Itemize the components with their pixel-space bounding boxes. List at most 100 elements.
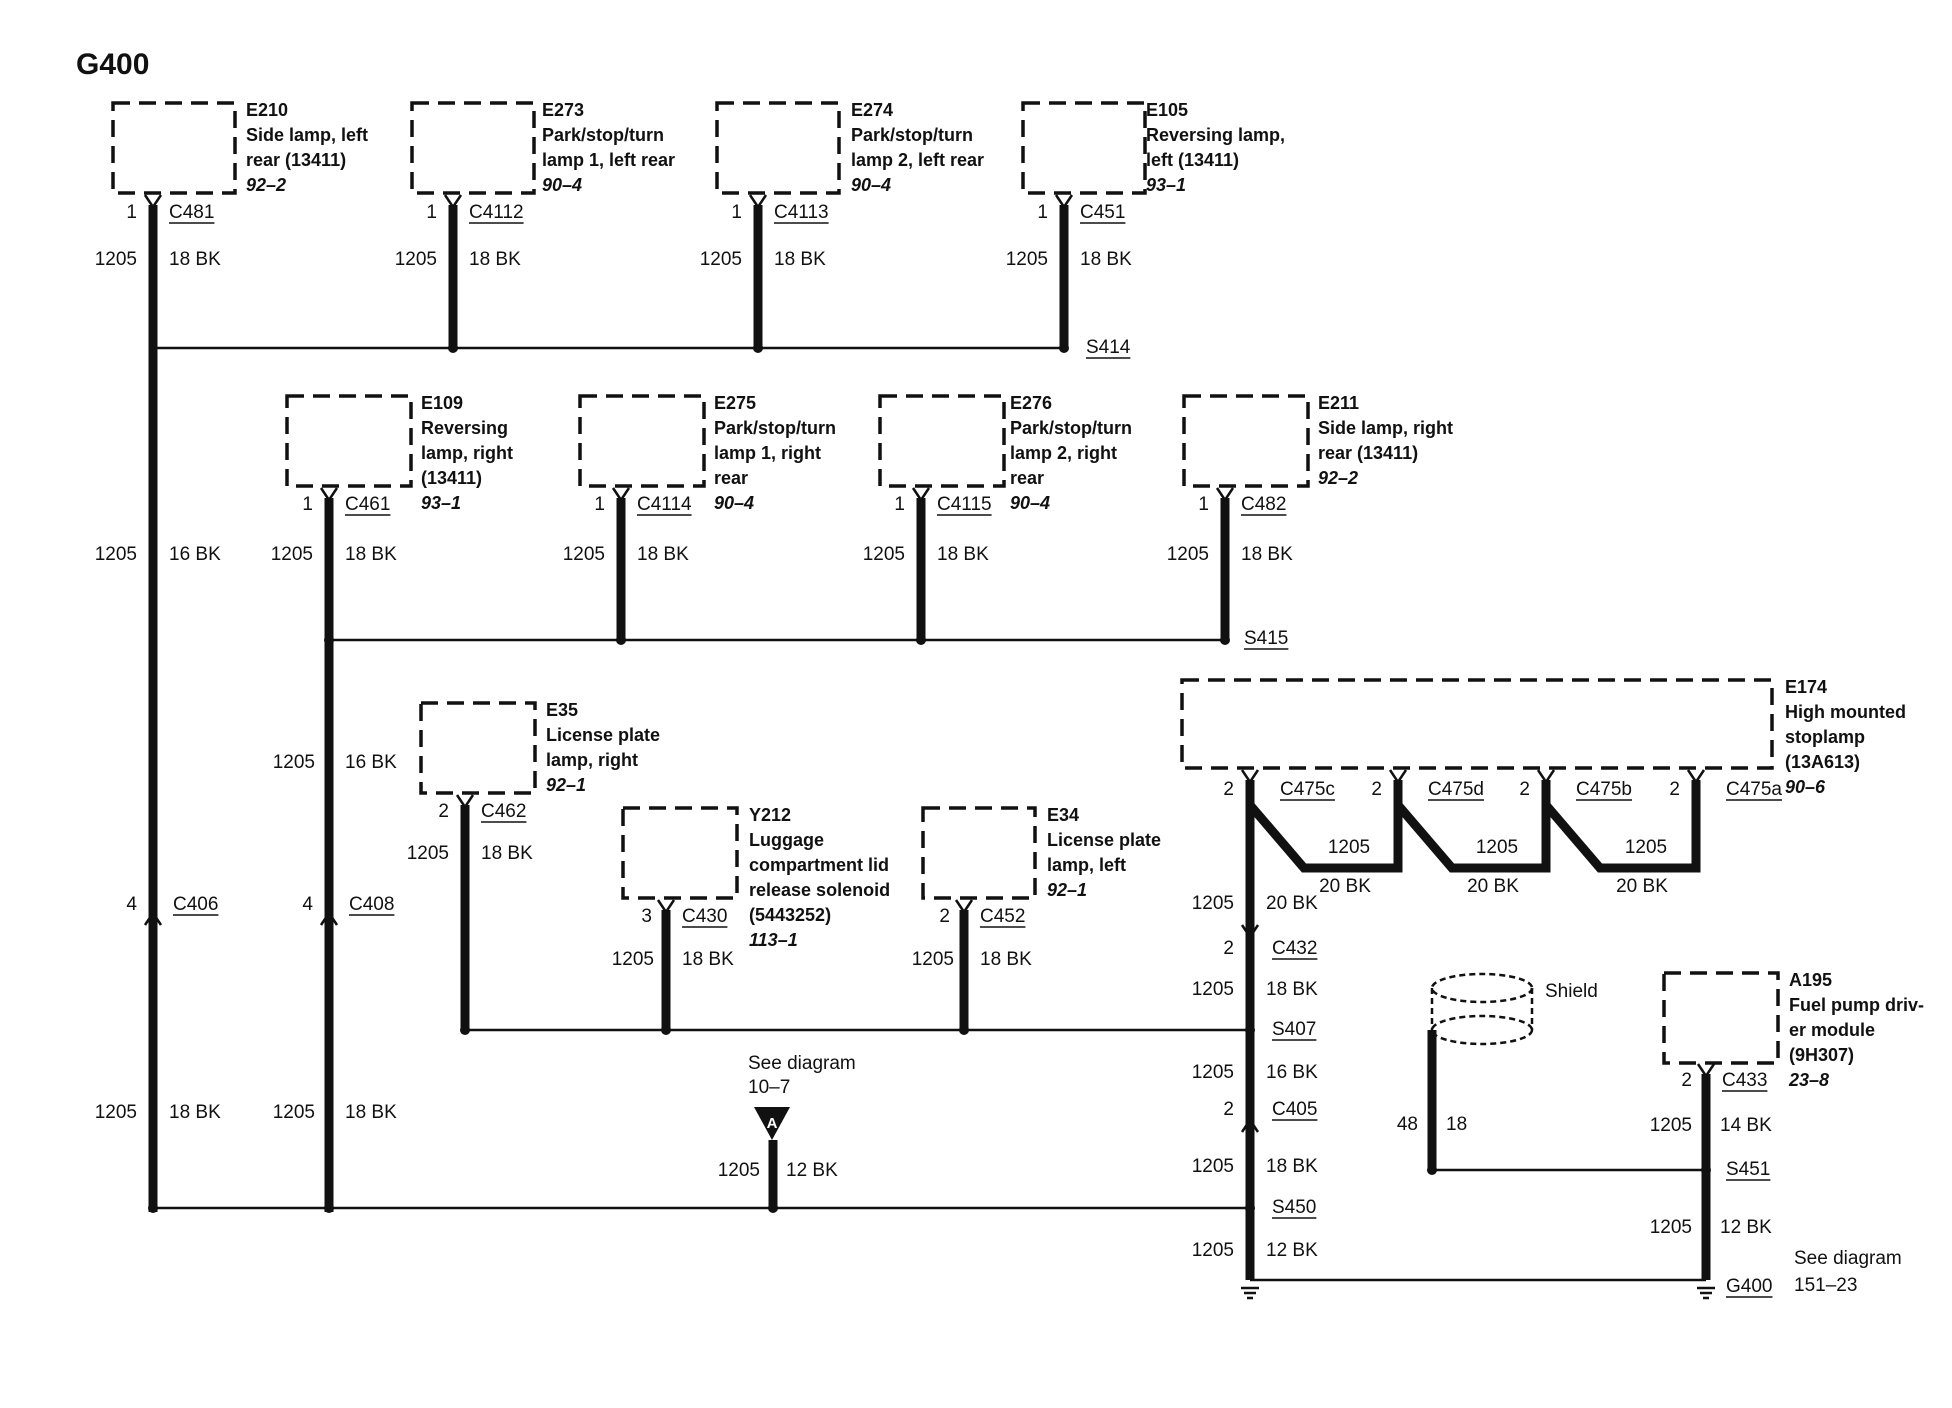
e276-desc-0: Park/stop/turn [1010, 418, 1132, 438]
s414-node-0 [448, 343, 458, 353]
page-title: G400 [76, 48, 150, 81]
e109-box [285, 394, 413, 488]
e174-desc-0: High mounted [1785, 702, 1906, 722]
second-trunk-circuit-2: 1205 [273, 1102, 315, 1123]
left-trunk-circuit-2: 1205 [95, 1102, 137, 1123]
c432-connector: C432 [1272, 938, 1317, 959]
right-trunk-gauge-3: 16 BK [1266, 1062, 1318, 1083]
e210-connector: C481 [169, 202, 214, 223]
e276-pin-number: 1 [894, 494, 905, 515]
c475d-pin: 2 [1371, 779, 1382, 800]
see-diagram-g-ref: 151–23 [1794, 1275, 1857, 1296]
jumper-circuit-1: 1205 [1476, 837, 1518, 858]
e105-pin-number: 1 [1037, 202, 1048, 223]
left-trunk-gauge-2: 18 BK [169, 1102, 221, 1123]
y212-desc-3: (5443252) [749, 905, 831, 925]
shield-circuit: 48 [1397, 1114, 1418, 1135]
e274-box [715, 101, 841, 195]
a195-code: A195 [1789, 970, 1832, 990]
y212-desc-2: release solenoid [749, 880, 890, 900]
y212-ref: 113–1 [749, 930, 798, 950]
e109-desc-2: (13411) [421, 468, 482, 488]
y212-code: Y212 [749, 805, 791, 825]
e109-circuit: 1205 [271, 544, 313, 565]
s415-node-1 [616, 635, 626, 645]
e34-wire-gauge: 18 BK [980, 949, 1032, 970]
e211-desc-0: Side lamp, right [1318, 418, 1453, 438]
e34-circuit: 1205 [912, 949, 954, 970]
c405-pin: 2 [1223, 1099, 1234, 1120]
e276-code: E276 [1010, 393, 1052, 413]
jumper-circuit-2: 1205 [1625, 837, 1667, 858]
s414-node-1 [753, 343, 763, 353]
e105-desc-0: Reversing lamp, [1146, 125, 1285, 145]
a195-desc-1: er module [1789, 1020, 1875, 1040]
e35-wire-gauge: 18 BK [481, 843, 533, 864]
e109-pin-number: 1 [302, 494, 313, 515]
e174-code: E174 [1785, 677, 1827, 697]
e274-circuit: 1205 [700, 249, 742, 270]
jumper-gauge-0: 20 BK [1319, 876, 1371, 897]
y212-circuit: 1205 [612, 949, 654, 970]
c406-arrow [143, 910, 163, 926]
e105-box [1021, 101, 1147, 195]
e275-desc-2: rear [714, 468, 748, 488]
e276-circuit: 1205 [863, 544, 905, 565]
y212-connector: C430 [682, 906, 727, 927]
shield-bottom-ellipse [1430, 1014, 1534, 1046]
e273-ref: 90–4 [542, 175, 582, 195]
e34-ref: 92–1 [1047, 880, 1087, 900]
s407-node-trunk [1245, 1025, 1255, 1035]
e34-desc-0: License plate [1047, 830, 1161, 850]
second-trunk-gauge-1: 16 BK [345, 752, 397, 773]
connector-a-triangle [754, 1107, 790, 1140]
e211-desc-1: rear (13411) [1318, 443, 1418, 463]
s415-node-0 [324, 635, 334, 645]
connector-a-gauge: 12 BK [786, 1160, 838, 1181]
connector-a-circuit: 1205 [718, 1160, 760, 1181]
e210-circuit: 1205 [95, 249, 137, 270]
e275-desc-1: lamp 1, right [714, 443, 821, 463]
a195-ref: 23–8 [1788, 1070, 1829, 1090]
e211-wire-gauge: 18 BK [1241, 544, 1293, 565]
e211-code: E211 [1318, 393, 1359, 413]
c475c-pin: 2 [1223, 779, 1234, 800]
s451-node [1701, 1165, 1711, 1175]
second-trunk-circuit-1: 1205 [273, 752, 315, 773]
e34-box [921, 806, 1037, 900]
e275-pin-number: 1 [594, 494, 605, 515]
e105-connector: C451 [1080, 202, 1125, 223]
e35-connector: C462 [481, 801, 526, 822]
e273-code: E273 [542, 100, 584, 120]
e35-desc-1: lamp, right [546, 750, 638, 770]
right-trunk-gauge-1: 20 BK [1266, 893, 1318, 914]
e174-ref: 90–6 [1785, 777, 1826, 797]
right-trunk-gauge-4: 18 BK [1266, 1156, 1318, 1177]
right-trunk-gauge-5: 12 BK [1266, 1240, 1318, 1261]
e174-box [1180, 678, 1774, 770]
e211-box [1182, 394, 1310, 488]
shield-label: Shield [1545, 981, 1598, 1002]
e211-pin-number: 1 [1198, 494, 1209, 515]
y212-pin-number: 3 [641, 906, 652, 927]
e274-code: E274 [851, 100, 893, 120]
e210-wire-gauge: 18 BK [169, 249, 221, 270]
e105-circuit: 1205 [1006, 249, 1048, 270]
e275-code: E275 [714, 393, 756, 413]
c475a-pin: 2 [1669, 779, 1680, 800]
e34-code: E34 [1047, 805, 1079, 825]
e35-box [419, 701, 537, 795]
s450-label: S450 [1272, 1197, 1316, 1218]
s451-label: S451 [1726, 1159, 1770, 1180]
e35-pin-number: 2 [438, 801, 449, 822]
jumper-c475c-c475d [1246, 780, 1403, 873]
e273-wire-gauge: 18 BK [469, 249, 521, 270]
e174-desc-1: stoplamp [1785, 727, 1865, 747]
jumper-gauge-1: 20 BK [1467, 876, 1519, 897]
e276-ref: 90–4 [1010, 493, 1050, 513]
y212-desc-0: Luggage [749, 830, 824, 850]
jumper-circuit-0: 1205 [1328, 837, 1370, 858]
s450-node-1 [324, 1203, 334, 1213]
e109-desc-1: lamp, right [421, 443, 513, 463]
